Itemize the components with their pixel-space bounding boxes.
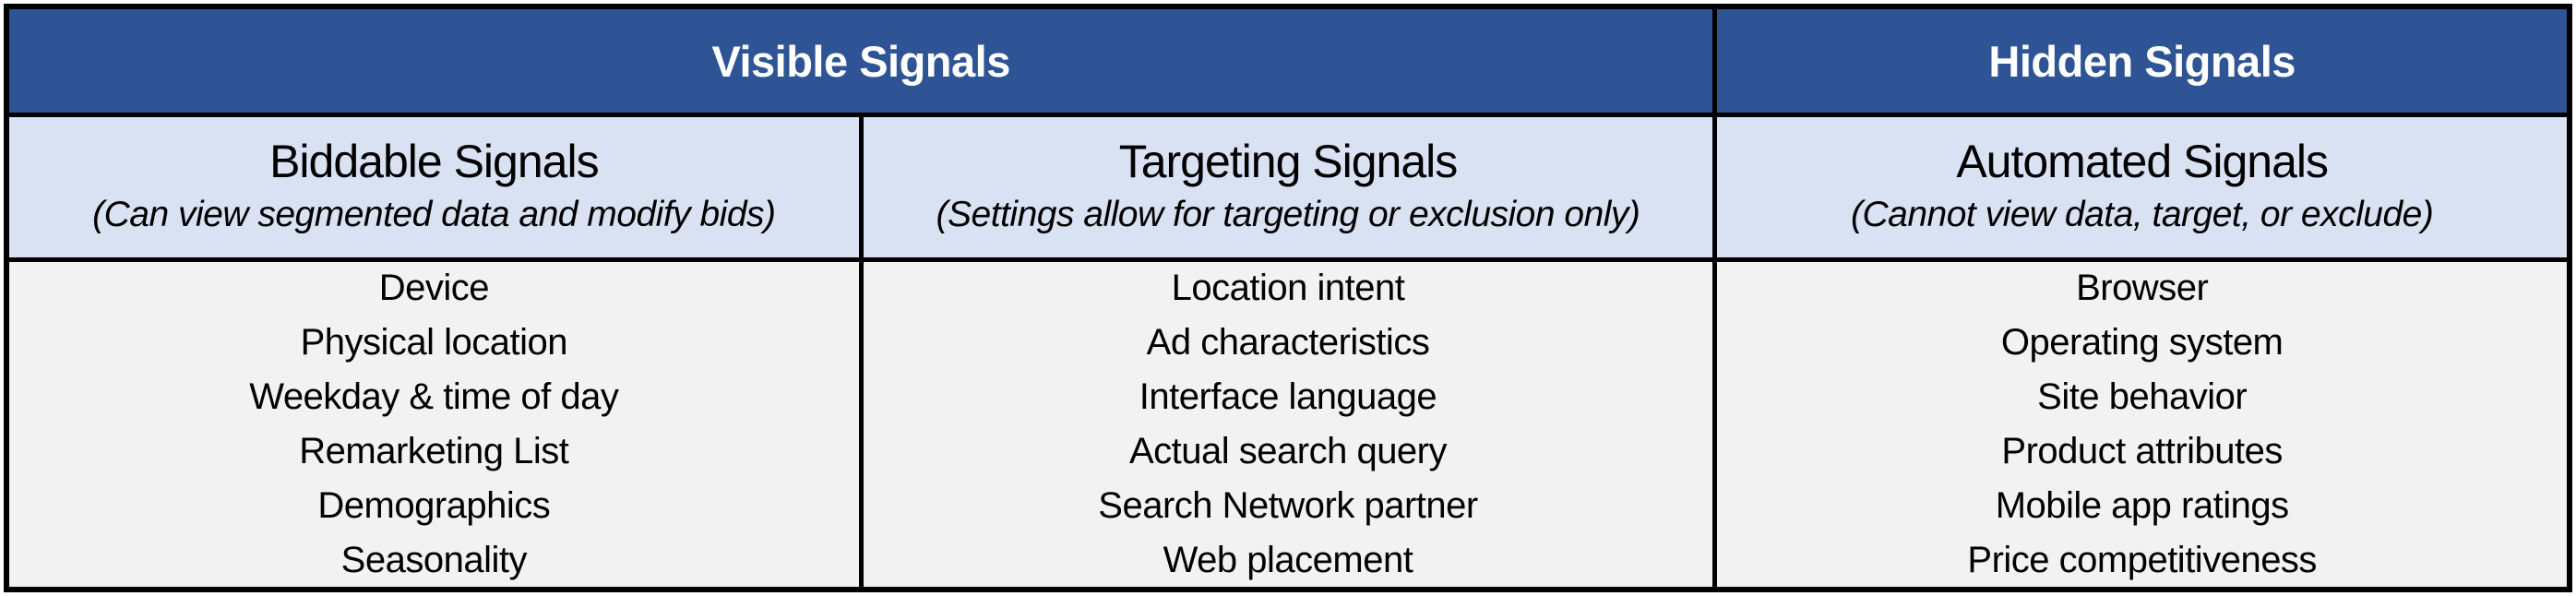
signal-item: Web placement [1163,540,1413,580]
subheader-biddable-signals: Biddable Signals (Can view segmented dat… [9,117,859,257]
signal-item: Actual search query [1128,431,1448,471]
header-hidden-signals: Hidden Signals [1717,9,2567,113]
signal-item: Product attributes [2001,431,2283,471]
subheader-targeting-signals: Targeting Signals (Settings allow for ta… [863,117,1713,257]
signal-item: Seasonality [340,540,528,580]
signals-table-grid: Visible Signals Hidden Signals Biddable … [4,4,2572,592]
column-subtitle: (Can view segmented data and modify bids… [92,195,776,234]
column-title: Biddable Signals [269,136,599,187]
signal-item: Browser [2076,268,2209,308]
column-subtitle: (Cannot view data, target, or exclude) [1850,195,2434,234]
body-targeting-signals: Location intent Ad characteristics Inter… [863,262,1713,587]
body-biddable-signals: Device Physical location Weekday & time … [9,262,859,587]
column-title: Automated Signals [1956,136,2329,187]
header-visible-signals: Visible Signals [9,9,1713,113]
signal-item: Location intent [1171,268,1405,308]
signal-item: Device [378,268,490,308]
signal-item: Weekday & time of day [249,376,619,417]
signal-item: Remarketing List [299,431,569,471]
signal-item: Site behavior [2037,376,2248,417]
subheader-automated-signals: Automated Signals (Cannot view data, tar… [1717,117,2567,257]
signal-item: Interface language [1139,376,1437,417]
signal-item: Ad characteristics [1146,322,1430,363]
column-title: Targeting Signals [1118,136,1459,187]
column-subtitle: (Settings allow for targeting or exclusi… [936,195,1640,234]
signal-item: Price competitiveness [1967,540,2317,580]
signal-item: Mobile app ratings [1995,485,2289,526]
signal-item: Demographics [317,485,551,526]
signal-item: Operating system [2000,322,2284,363]
signal-item: Physical location [300,322,568,363]
signal-item: Search Network partner [1098,485,1478,526]
body-automated-signals: Browser Operating system Site behavior P… [1717,262,2567,587]
